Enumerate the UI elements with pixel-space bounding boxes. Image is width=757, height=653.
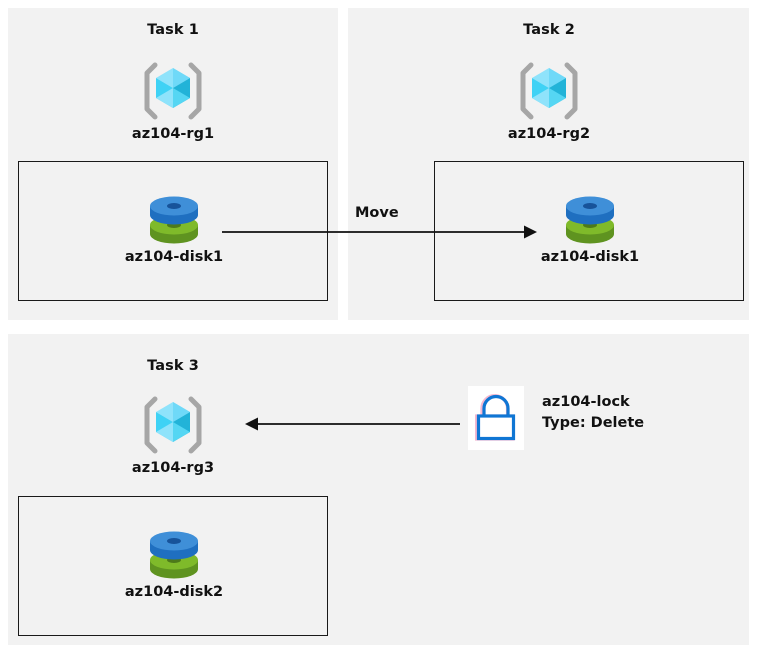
resource-group-2: az104-rg2: [434, 60, 664, 142]
lock-type: Type: Delete: [542, 415, 645, 432]
disk-az104-disk2-task3-label: az104-disk2: [124, 584, 224, 600]
resource-group-3-label: az104-rg3: [131, 460, 215, 476]
disk-az104-disk1-task2-label: az104-disk1: [540, 249, 640, 265]
task-panel-2: Task 2 az104-rg2: [348, 8, 749, 320]
azure-managed-disk-icon: [556, 189, 624, 247]
azure-resource-group-icon: [138, 60, 208, 122]
lock-text-block: az104-lock Type: Delete: [542, 392, 644, 434]
move-arrow: [222, 225, 537, 239]
disk-az104-disk2-task3: az104-disk2: [19, 524, 329, 600]
lock-icon: [468, 386, 524, 450]
resource-box-task3: az104-disk2: [18, 496, 328, 636]
azure-managed-disk-icon: [140, 189, 208, 247]
disk-az104-disk1-task1-label: az104-disk1: [124, 249, 224, 265]
resource-group-1-label: az104-rg1: [131, 126, 215, 142]
task-panel-3: Task 3 az104-rg3: [8, 334, 749, 645]
disk-az104-disk1-task2: az104-disk1: [435, 189, 745, 265]
task-panel-1: Task 1: [8, 8, 338, 320]
resource-group-2-label: az104-rg2: [507, 126, 591, 142]
resource-group-1: az104-rg1: [8, 60, 338, 142]
resource-group-3: az104-rg3: [8, 394, 338, 476]
azure-resource-group-icon: [138, 394, 208, 456]
lock-name: az104-lock: [542, 394, 630, 410]
task-1-title: Task 1: [147, 22, 199, 38]
resource-box-task2: az104-disk1: [434, 161, 744, 301]
azure-managed-disk-icon: [140, 524, 208, 582]
task-3-title: Task 3: [147, 358, 199, 374]
move-arrow-label: Move: [355, 205, 399, 221]
azure-resource-group-icon: [514, 60, 584, 122]
lock-arrow: [245, 417, 460, 431]
task-2-title: Task 2: [523, 22, 575, 38]
lock-group: az104-lock Type: Delete: [468, 382, 728, 462]
resource-box-task1: az104-disk1: [18, 161, 328, 301]
disk-az104-disk1-task1: az104-disk1: [19, 189, 329, 265]
